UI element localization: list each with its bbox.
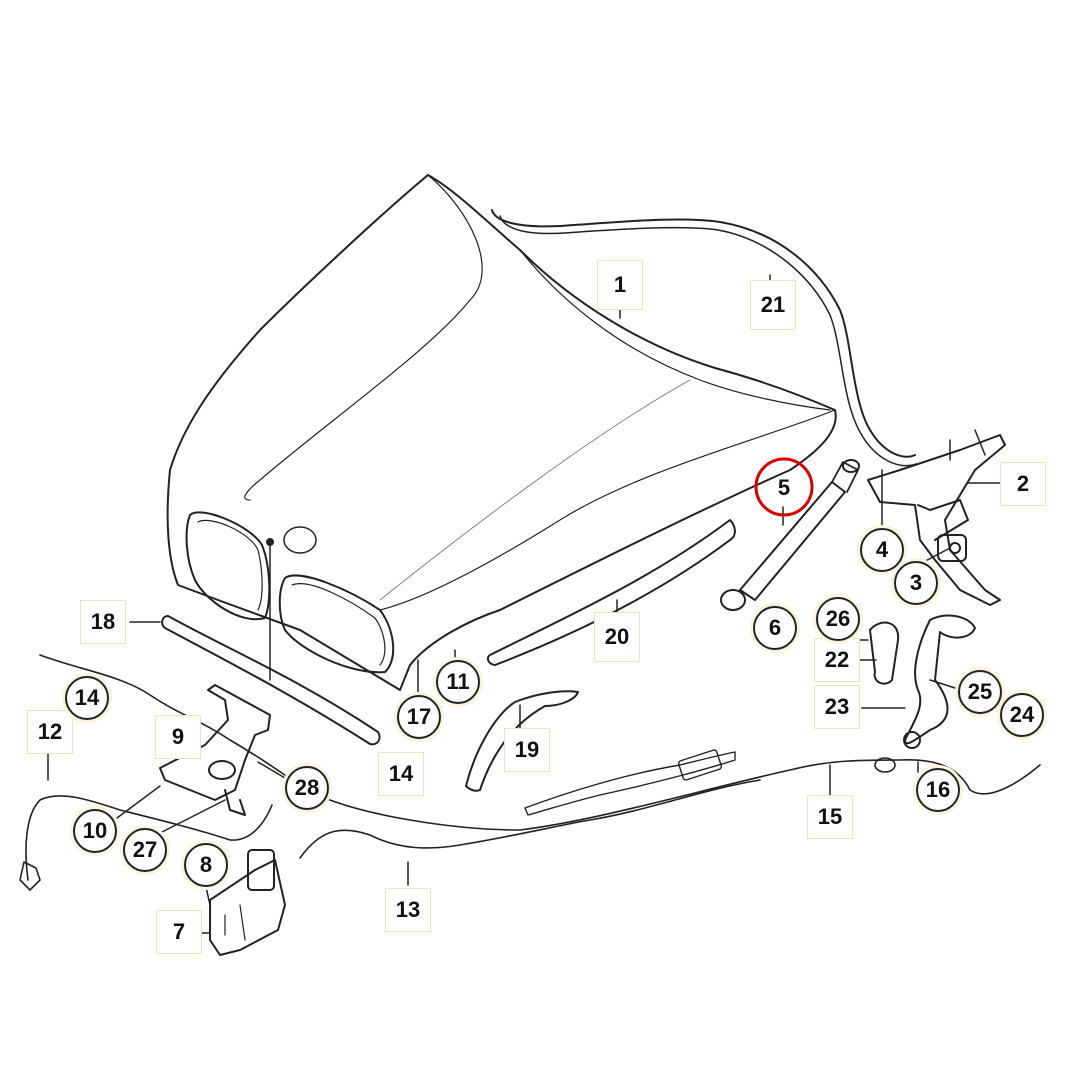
part-label-16: 16	[916, 768, 960, 812]
part-label-18: 18	[80, 600, 126, 644]
leader-lines	[47, 274, 1001, 934]
seal-strip-21	[491, 209, 917, 467]
part-label-4: 4	[860, 528, 904, 572]
part-label-12: 12	[27, 710, 73, 754]
gas-strut-5	[720, 459, 860, 611]
part-label-23: 23	[814, 685, 860, 729]
part-label-11: 11	[436, 660, 480, 704]
part-label-3: 3	[894, 561, 938, 605]
part-label-28: 28	[285, 766, 329, 810]
part-label-8: 8	[184, 843, 228, 887]
strip-20	[486, 519, 736, 666]
highlight-circle	[754, 457, 814, 517]
part-label-22: 22	[814, 638, 860, 682]
part-label-27: 27	[123, 828, 167, 872]
hood-panel	[166, 174, 837, 691]
hood-lock	[209, 849, 286, 956]
hood-hinge	[867, 429, 1006, 606]
part-label-25: 25	[958, 670, 1002, 714]
release-lever-bracket	[159, 684, 271, 816]
part-label-9: 9	[155, 715, 201, 759]
part-label-15: 15	[807, 795, 853, 839]
safety-catch	[869, 614, 976, 749]
part-label-6: 6	[753, 606, 797, 650]
part-label-19: 19	[504, 728, 550, 772]
part-label-14-left: 14	[65, 676, 109, 720]
part-label-24: 24	[1000, 693, 1044, 737]
part-label-2: 2	[1000, 462, 1046, 506]
release-cables	[19, 654, 1041, 891]
part-label-7: 7	[156, 910, 202, 954]
part-label-17: 17	[397, 695, 441, 739]
part-label-20: 20	[594, 612, 640, 662]
strip-18	[161, 615, 381, 746]
part-label-26: 26	[816, 597, 860, 641]
part-label-13: 13	[385, 888, 431, 932]
part-label-21: 21	[750, 280, 796, 330]
part-label-5: 5	[777, 475, 791, 500]
bracket-19	[465, 690, 579, 792]
part-label-14-right: 14	[378, 752, 424, 796]
part-label-1: 1	[597, 260, 643, 310]
part-label-10: 10	[73, 809, 117, 853]
